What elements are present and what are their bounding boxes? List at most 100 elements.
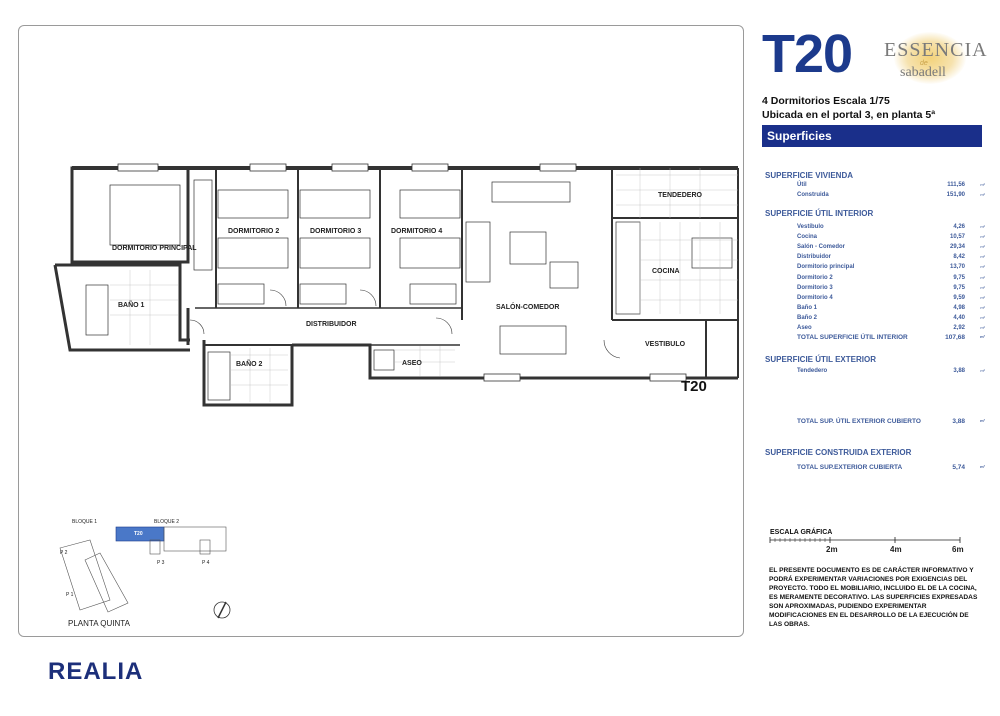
surface-row-label: Tendedero xyxy=(797,368,828,374)
surface-row-value: 13,70 xyxy=(949,264,965,271)
surface-row-label: Baño 2 xyxy=(797,314,818,321)
surface-row: Dormitorio 4 9,59 m² xyxy=(797,295,985,305)
room-label-salon-comedor: SALÓN-COMEDOR xyxy=(496,304,560,311)
total-util-exterior-value: 3,88 xyxy=(952,418,965,425)
surface-row-value: 9,75 xyxy=(953,274,965,281)
surface-row-value: 8,42 xyxy=(953,254,965,261)
section-util-interior-title: SUPERFICIE ÚTIL INTERIOR xyxy=(765,209,874,218)
disclaimer: EL PRESENTE DOCUMENTO ES DE CARÁCTER INF… xyxy=(769,567,978,628)
surface-row-value: 151,90 xyxy=(946,191,965,198)
surface-row-label: Aseo xyxy=(797,325,812,331)
surface-row-unit: m² xyxy=(980,314,985,320)
keyplan-p1: P 1 xyxy=(66,592,74,598)
surface-row-label: Construida xyxy=(797,191,829,198)
surface-row-label: Salón - Comedor xyxy=(797,244,846,251)
keyplan-bloque2: BLOQUE 2 xyxy=(154,519,180,525)
unit-code-title: T20 xyxy=(762,24,853,84)
unit-subtitle: 4 Dormitorios Escala 1/75 xyxy=(762,95,890,107)
surface-row-unit: m² xyxy=(980,264,985,270)
room-label-dormitorio-4: DORMITORIO 4 xyxy=(391,228,443,235)
room-label-cocina: COCINA xyxy=(652,268,680,275)
brand-name: ESSENCIA xyxy=(884,39,988,61)
surface-row: Construida 151,90 m² xyxy=(797,192,985,202)
surface-row: Distribuidor 8,42 m² xyxy=(797,254,985,264)
surface-row-label: Vestíbulo xyxy=(797,224,824,230)
room-label-dormitorio-2: DORMITORIO 2 xyxy=(228,228,280,235)
brand-de: de xyxy=(920,60,928,67)
keyplan-p4: P 4 xyxy=(202,560,210,566)
surface-row-unit: m² xyxy=(980,224,985,229)
surface-row-label: Baño 1 xyxy=(797,304,818,311)
surface-row: Dormitorio principal 13,70 m² xyxy=(797,264,985,274)
unit-location: Ubicada en el portal 3, en planta 5ª xyxy=(762,109,936,121)
total-util-exterior: TOTAL SUP. ÚTIL EXTERIOR CUBIERTO 3,88 m… xyxy=(797,418,985,425)
surface-row-value: 4,98 xyxy=(953,304,965,311)
surface-row-unit: m² xyxy=(980,304,985,310)
section-vivienda-title: SUPERFICIE VIVIENDA xyxy=(765,171,854,180)
scale-tick-4m: 4m xyxy=(890,545,902,554)
total-util-exterior-label: TOTAL SUP. ÚTIL EXTERIOR CUBIERTO xyxy=(797,418,921,425)
surface-row: Aseo 2,92 m² xyxy=(797,325,985,335)
section-bar: Superficies xyxy=(762,125,982,147)
surface-row: Vestíbulo 4,26 m² xyxy=(797,224,985,234)
room-label-dormitorio-3: DORMITORIO 3 xyxy=(310,228,362,235)
section-util-exterior-title: SUPERFICIE ÚTIL EXTERIOR xyxy=(765,355,876,364)
total-util-exterior-unit: m² xyxy=(980,418,985,423)
surface-row-unit: m² xyxy=(980,368,985,373)
surface-row: Salón - Comedor 29,34 m² xyxy=(797,244,985,254)
brand-sun-icon xyxy=(894,32,966,84)
total-util-interior-label: TOTAL SUPERFICIE ÚTIL INTERIOR xyxy=(797,334,908,341)
surface-row-unit: m² xyxy=(980,191,985,197)
surface-row: Útil 111,56 m² xyxy=(797,182,985,192)
surface-row-unit: m² xyxy=(980,234,985,240)
section-construida-exterior-title: SUPERFICIE CONSTRUIDA EXTERIOR xyxy=(765,448,912,457)
surface-row: Dormitorio 2 9,75 m² xyxy=(797,275,985,285)
total-construida-exterior: TOTAL SUP.EXTERIOR CUBIERTA 5,74 m² xyxy=(797,464,985,471)
plan-frame xyxy=(18,25,744,637)
surface-row-unit: m² xyxy=(980,284,985,290)
scale-title: ESCALA GRÁFICA xyxy=(770,529,833,536)
scale-tick-2m: 2m xyxy=(826,545,838,554)
surface-row-value: 2,92 xyxy=(953,325,965,331)
surface-row-unit: m² xyxy=(980,254,985,260)
keyplan-unit: T20 xyxy=(134,531,143,537)
room-label-tendedero: TENDEDERO xyxy=(658,192,702,199)
surface-row-unit: m² xyxy=(980,244,985,250)
surface-row-unit: m² xyxy=(980,182,985,187)
plan-unit-code: T20 xyxy=(681,378,707,395)
surface-row-label: Dormitorio principal xyxy=(797,264,855,271)
realia-logo: REALIA xyxy=(48,658,144,685)
surface-row-label: Útil xyxy=(797,182,807,188)
surface-row-label: Dormitorio 4 xyxy=(797,294,833,301)
surface-row-value: 9,59 xyxy=(953,294,965,301)
surface-row-value: 10,57 xyxy=(949,234,965,241)
surface-row: Baño 1 4,98 m² xyxy=(797,305,985,315)
total-construida-exterior-unit: m² xyxy=(980,464,985,469)
keyplan-p3: P 3 xyxy=(157,560,165,566)
planta-label: PLANTA QUINTA xyxy=(68,619,130,628)
surface-row-unit: m² xyxy=(980,325,985,330)
room-label-bano-1: BAÑO 1 xyxy=(118,302,145,309)
surface-row-unit: m² xyxy=(980,294,985,300)
room-label-vestibulo: VESTIBULO xyxy=(645,341,686,348)
room-label-distribuidor: DISTRIBUIDOR xyxy=(306,321,357,328)
surface-row-value: 9,75 xyxy=(953,284,965,291)
total-util-interior-unit: m² xyxy=(980,334,985,339)
surface-row-value: 4,26 xyxy=(953,224,965,230)
room-label-bano-2: BAÑO 2 xyxy=(236,361,263,368)
brand-city: sabadell xyxy=(900,65,946,80)
surface-row-label: Dormitorio 2 xyxy=(797,274,833,281)
scale-tick-6m: 6m xyxy=(952,545,964,554)
surface-row-unit: m² xyxy=(980,274,985,280)
total-construida-exterior-label: TOTAL SUP.EXTERIOR CUBIERTA xyxy=(797,464,903,471)
total-util-interior: TOTAL SUPERFICIE ÚTIL INTERIOR 107,68 m² xyxy=(797,334,985,341)
surface-row-value: 111,56 xyxy=(947,182,965,188)
surface-row-value: 29,34 xyxy=(949,244,965,251)
total-util-interior-value: 107,68 xyxy=(945,334,965,341)
surface-row-label: Cocina xyxy=(797,234,818,241)
surface-row-label: Distribuidor xyxy=(797,254,831,261)
